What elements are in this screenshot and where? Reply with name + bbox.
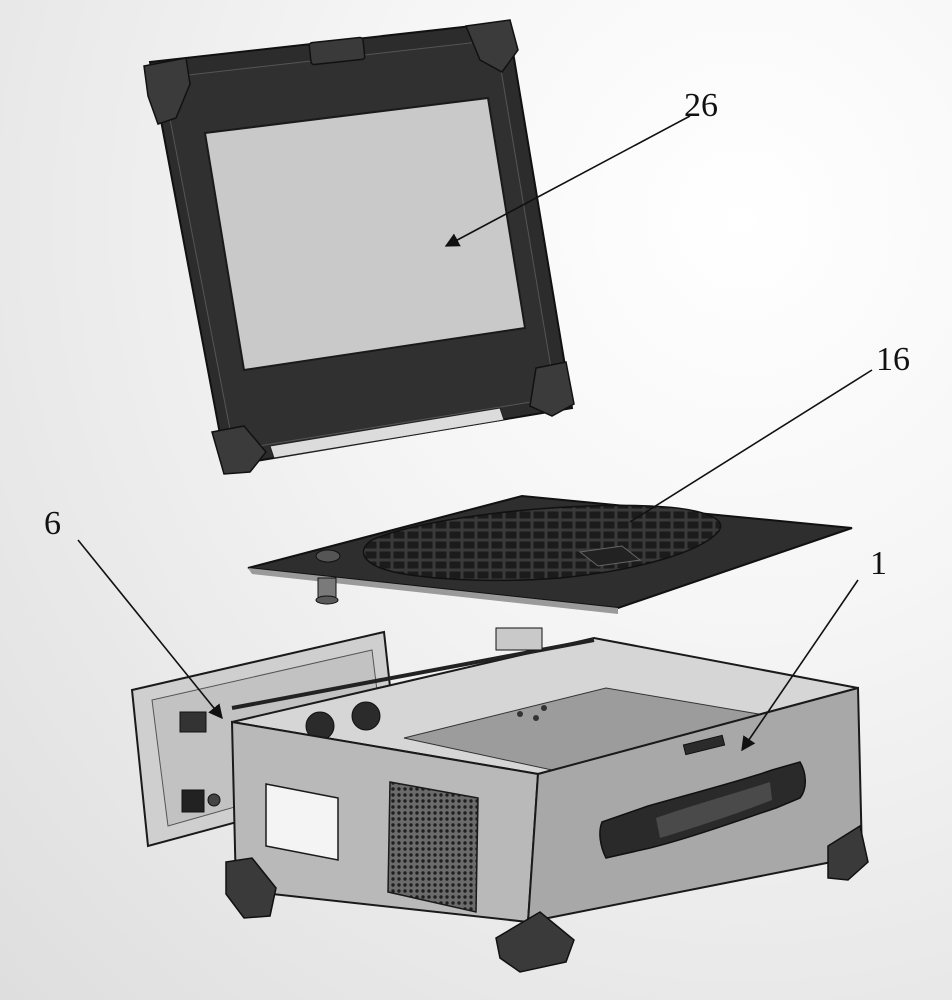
callout-1: 1 [870,545,887,582]
callout-6: 6 [44,505,61,542]
display-screen [205,98,525,370]
keyboard-panel [248,496,852,614]
panel-connector-peg [316,578,338,604]
vent-grille [388,782,478,912]
leader-16 [630,370,872,522]
callout-16: 16 [876,341,910,378]
callout-26: 26 [684,87,718,124]
display-lid [144,20,574,474]
